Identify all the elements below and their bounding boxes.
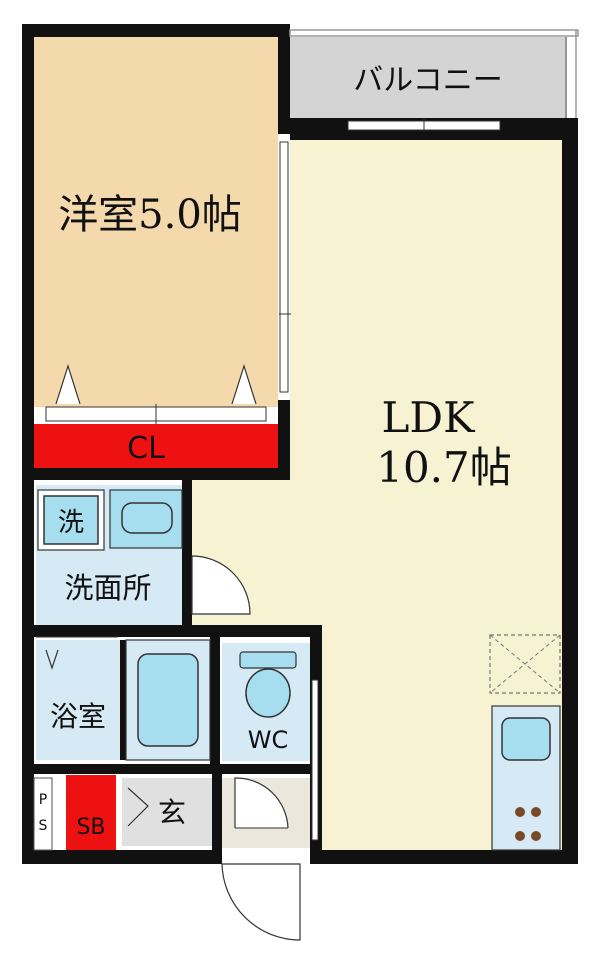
western-room-label: 洋室5.0帖	[58, 192, 242, 238]
wash-basin	[109, 489, 183, 549]
closet-area	[34, 424, 278, 470]
closet-doors	[45, 364, 267, 424]
balcony-area	[290, 37, 567, 119]
closet-label: CL	[127, 431, 165, 466]
refrigerator-space	[489, 634, 561, 694]
balcony-railing	[289, 29, 579, 37]
toilet-fixture	[239, 651, 297, 718]
entrance-area	[122, 778, 218, 846]
entrance-label: 玄	[158, 796, 186, 829]
entrance-door-mark	[127, 787, 149, 827]
ldk-size-label: 10.7帖	[376, 443, 512, 492]
washroom-label: 洗面所	[64, 571, 151, 605]
washer-label: 洗	[58, 508, 84, 538]
western-room-window	[279, 141, 291, 393]
bathroom-label: 浴室	[50, 700, 106, 733]
bathtub	[125, 639, 211, 761]
washroom-door	[191, 555, 251, 615]
ldk-area	[190, 140, 562, 850]
front-door	[221, 863, 301, 941]
toilet-door	[234, 777, 289, 829]
bathroom-door-mark	[45, 649, 59, 670]
balcony-window	[347, 119, 501, 132]
washer-pan	[37, 489, 105, 551]
pipe-space	[33, 777, 53, 851]
ldk-name-label: LDK	[382, 393, 477, 442]
kitchen-counter	[491, 705, 561, 851]
genkan-partition	[311, 679, 319, 841]
shoe-box-area	[66, 775, 116, 850]
pipe-space-label-p: P	[39, 792, 47, 808]
toilet-label: WC	[248, 726, 289, 754]
western-room-area	[34, 37, 278, 407]
shoe-box-label: SB	[76, 815, 105, 840]
pipe-space-label-s: S	[39, 818, 48, 834]
balcony-label: バルコニー	[353, 63, 502, 98]
